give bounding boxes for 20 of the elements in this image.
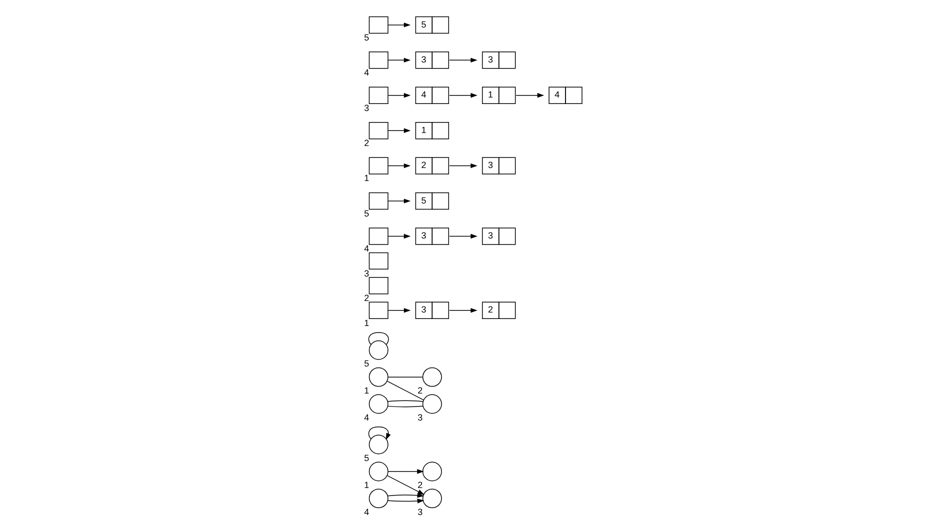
node-label: 4 xyxy=(364,506,370,517)
node-label: 1 xyxy=(364,173,370,184)
node-label: 2 xyxy=(364,138,370,148)
node-label: 4 xyxy=(364,244,370,254)
node-label: 2 xyxy=(364,293,370,304)
node-label: 5 xyxy=(364,32,370,42)
node-label: 5 xyxy=(364,208,370,218)
node-label: 1 xyxy=(364,318,370,328)
node-label: 5 xyxy=(364,358,370,369)
node-label: 3 xyxy=(364,102,370,113)
node-label: 3 xyxy=(364,268,370,278)
node-label: 5 xyxy=(364,453,370,464)
node-label: 1 xyxy=(364,386,370,396)
node-label: 2 xyxy=(418,480,423,490)
node-label: 3 xyxy=(418,412,423,423)
node-label: 4 xyxy=(364,412,370,423)
node-label: 1 xyxy=(364,480,370,490)
node-label: 4 xyxy=(364,68,370,78)
node-label: 3 xyxy=(418,506,423,517)
node-label: 2 xyxy=(418,386,423,396)
